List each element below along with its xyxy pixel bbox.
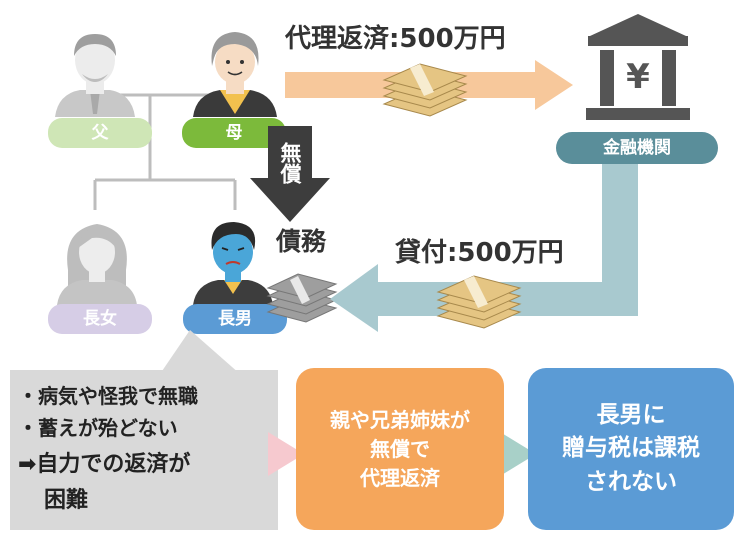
loan-label: 貸付:500万円: [395, 238, 564, 268]
son-avatar-icon: [193, 222, 273, 305]
flow-triangle-2: [500, 432, 536, 476]
money-stack-icon: [266, 273, 338, 323]
family-repay-box: 親や兄弟姉妹が 無償で 代理返済: [296, 368, 504, 530]
situation-line-2: ・蓄えが殆どない: [18, 416, 178, 440]
money-stack-icon: [436, 275, 522, 329]
money-stack-icon: [382, 63, 468, 117]
family-line-2: 無償で: [370, 436, 430, 461]
daughter-avatar-icon: [57, 224, 137, 305]
daughter-label: 長女: [48, 304, 152, 334]
bank-yen-icon: ¥: [586, 14, 690, 120]
debt-label: 債務: [276, 227, 327, 256]
son-label: 長男: [183, 304, 287, 334]
result-line-2: 贈与税は課税: [562, 435, 700, 462]
situation-line-3: ➡自力での返済が: [18, 452, 191, 477]
situation-line-4: 困難: [44, 488, 89, 513]
result-box: 長男に 贈与税は課税 されない: [528, 368, 734, 530]
father-label: 父: [48, 118, 152, 148]
bank-label: 金融機関: [556, 132, 718, 164]
mother-avatar-icon: [193, 32, 277, 117]
svg-text:¥: ¥: [626, 57, 650, 97]
situation-pointer: [160, 330, 240, 374]
situation-box: ・病気や怪我で無職 ・蓄えが殆どない ➡自力での返済が 困難: [10, 370, 278, 530]
result-line-3: されない: [585, 468, 677, 495]
flow-triangle-1: [268, 432, 304, 476]
father-avatar-icon: [55, 34, 135, 117]
result-line-1: 長男に: [596, 401, 666, 428]
gift-label: 無償: [278, 142, 302, 184]
repay-label: 代理返済:500万円: [285, 24, 506, 54]
family-line-3: 代理返済: [360, 465, 440, 490]
gift-down-arrow: [250, 126, 330, 222]
situation-line-1: ・病気や怪我で無職: [18, 384, 198, 408]
family-line-1: 親や兄弟姉妹が: [330, 407, 470, 432]
